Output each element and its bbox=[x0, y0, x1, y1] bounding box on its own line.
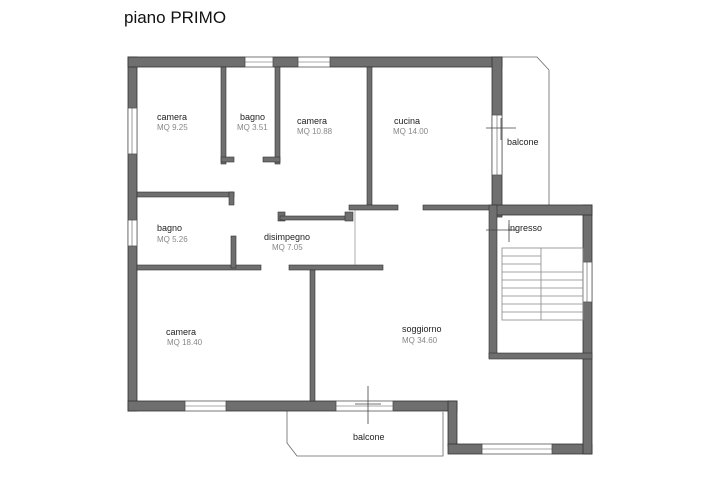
room-camera-2-name: camera bbox=[297, 116, 328, 126]
room-bagno-2-name: bagno bbox=[157, 223, 183, 233]
staircase bbox=[501, 247, 584, 321]
room-ingresso-name: ingresso bbox=[508, 223, 543, 233]
plan-title: piano PRIMO bbox=[124, 8, 227, 27]
room-soggiorno-name: soggiorno bbox=[402, 324, 442, 334]
room-camera-1-name: camera bbox=[157, 112, 188, 122]
interior-walls bbox=[136, 66, 593, 402]
room-camera-3-name: camera bbox=[166, 327, 197, 337]
east-balcony-outline bbox=[502, 56, 550, 205]
room-disimpegno-name: disimpegno bbox=[264, 232, 311, 242]
access-marks bbox=[355, 118, 516, 424]
room-bagno-2-area: MQ 5.26 bbox=[157, 235, 188, 244]
room-cucina-area: MQ 14.00 bbox=[393, 127, 429, 136]
room-camera-2-area: MQ 10.88 bbox=[297, 127, 333, 136]
room-bagno-1-area: MQ 3.51 bbox=[237, 123, 268, 132]
balcone-south-label: balcone bbox=[353, 432, 385, 442]
room-disimpegno-area: MQ 7.05 bbox=[272, 243, 303, 252]
balcone-east-label: balcone bbox=[507, 137, 539, 147]
outer-walls bbox=[127, 56, 593, 455]
room-cucina-name: cucina bbox=[394, 116, 421, 126]
windows bbox=[127, 56, 593, 455]
room-soggiorno-area: MQ 34.60 bbox=[402, 336, 438, 345]
room-bagno-1-name: bagno bbox=[240, 112, 266, 122]
room-camera-3-area: MQ 18.40 bbox=[167, 338, 203, 347]
room-camera-1-area: MQ 9.25 bbox=[157, 123, 188, 132]
south-balcony-outline bbox=[286, 404, 444, 457]
